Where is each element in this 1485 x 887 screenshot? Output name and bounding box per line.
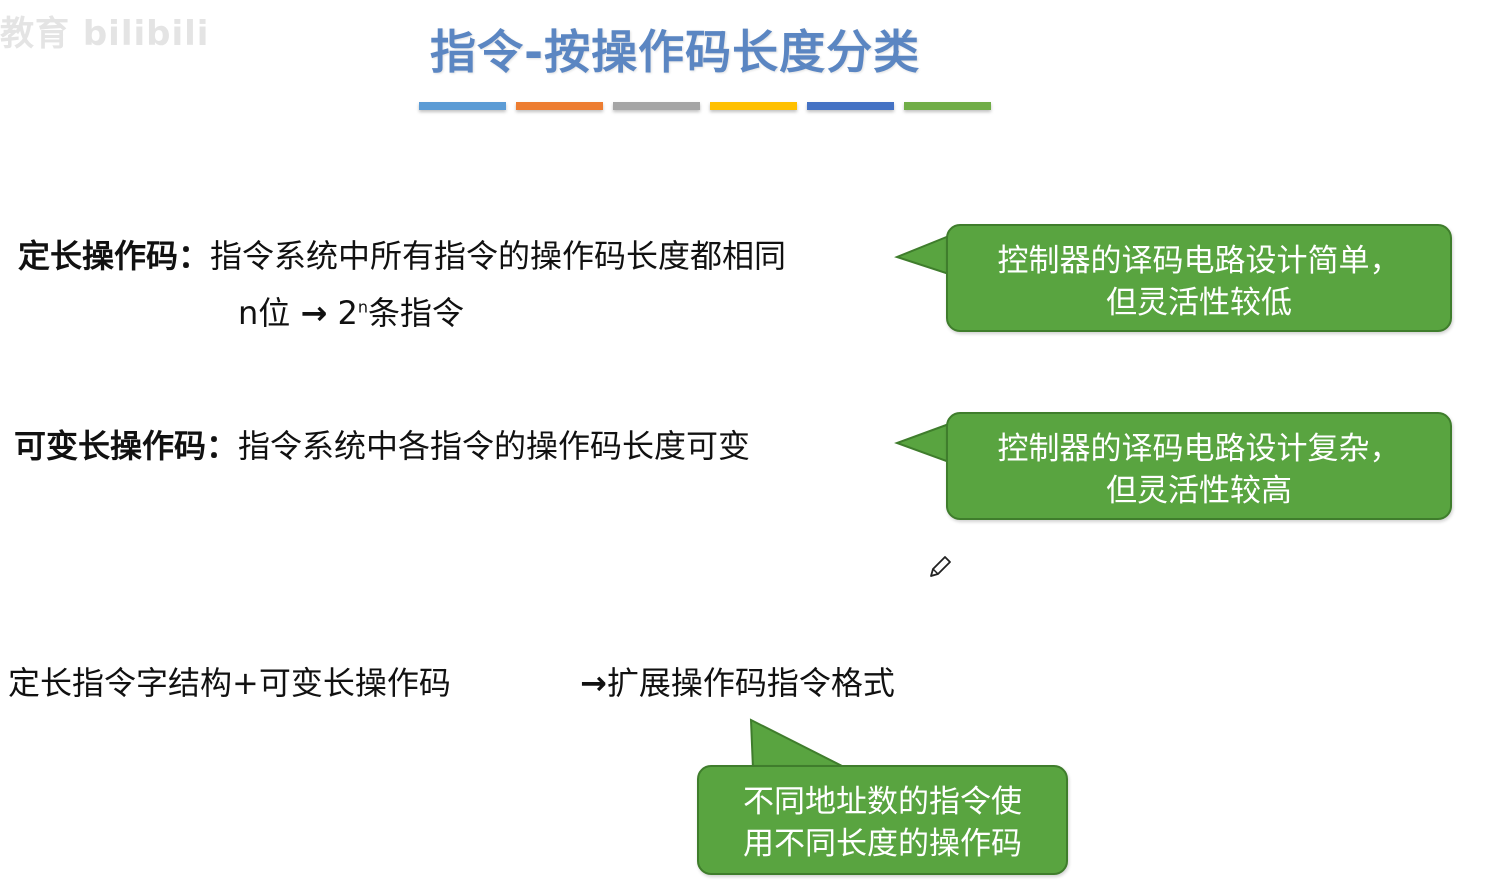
- color-bar: [419, 102, 506, 110]
- callout-fixed-line2: 但灵活性较低: [1106, 285, 1292, 321]
- variable-opcode-line: 可变长操作码：指令系统中各指令的操作码长度可变: [14, 421, 750, 467]
- callout-extended-line2: 用不同长度的操作码: [743, 826, 1022, 862]
- callout-variable-line2: 但灵活性较高: [1106, 473, 1292, 509]
- variable-opcode-definition: 指令系统中各指令的操作码长度可变: [238, 427, 751, 465]
- color-bar: [807, 102, 894, 110]
- formula-base: 2: [327, 294, 358, 332]
- right-arrow-icon: →: [300, 294, 328, 332]
- formula-exponent: n: [357, 297, 368, 317]
- color-bar: [904, 102, 991, 110]
- variable-opcode-term: 可变长操作码：: [14, 427, 239, 465]
- callout-variable: 控制器的译码电路设计复杂， 但灵活性较高: [946, 412, 1452, 520]
- extended-left: 定长指令字结构+可变长操作码: [8, 664, 451, 702]
- color-bar: [613, 102, 700, 110]
- formula-suffix: 条指令: [367, 294, 464, 332]
- fixed-opcode-line: 定长操作码：指令系统中所有指令的操作码长度都相同: [18, 231, 786, 277]
- callout-extended: 不同地址数的指令使 用不同长度的操作码: [697, 765, 1068, 875]
- pencil-icon: [930, 556, 951, 577]
- extended-right: →扩展操作码指令格式: [580, 658, 895, 704]
- fixed-opcode-formula: n位 → 2n条指令: [238, 288, 464, 334]
- callout-variable-line1: 控制器的译码电路设计复杂，: [997, 431, 1401, 467]
- bilibili-watermark: 教育 bilibili: [0, 14, 210, 54]
- fixed-opcode-term: 定长操作码：: [18, 237, 211, 275]
- color-bar: [710, 102, 797, 110]
- fixed-opcode-definition: 指令系统中所有指令的操作码长度都相同: [210, 237, 787, 275]
- callout-fixed: 控制器的译码电路设计简单， 但灵活性较低: [946, 224, 1452, 332]
- callout-fixed-line1: 控制器的译码电路设计简单，: [997, 243, 1401, 279]
- callout-extended-line1: 不同地址数的指令使: [743, 784, 1022, 820]
- slide-title: 指令-按操作码长度分类: [430, 25, 921, 79]
- right-arrow-icon: →: [580, 664, 607, 702]
- color-bar: [516, 102, 603, 110]
- formula-prefix: n位: [238, 294, 301, 332]
- extended-right-label: 扩展操作码指令格式: [606, 664, 895, 702]
